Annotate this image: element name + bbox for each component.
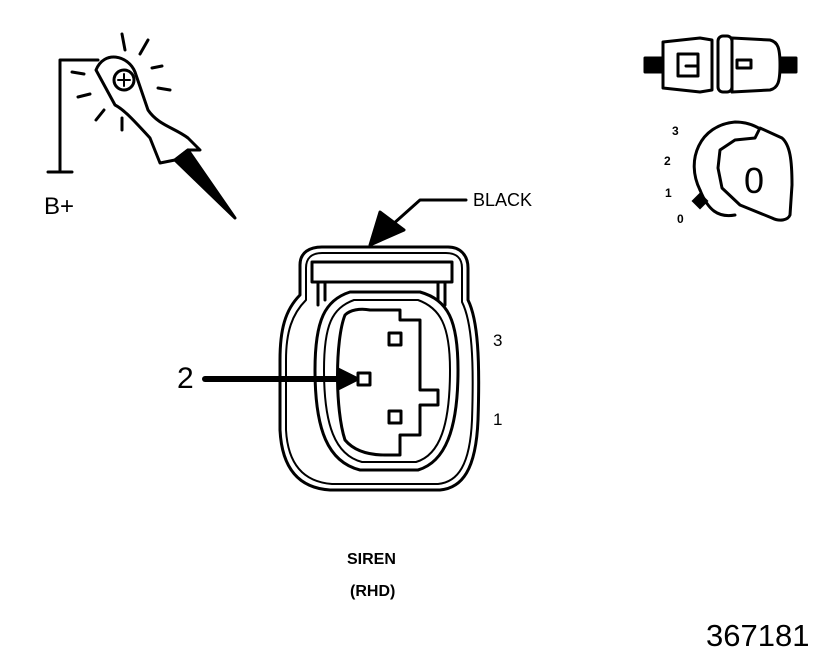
pin-1-label: 1 (493, 410, 503, 429)
ignition-position-1: 1 (665, 186, 672, 200)
variant-label: (RHD) (350, 583, 396, 600)
ignition-key-icon (691, 120, 794, 222)
pin-2-arrow (202, 367, 360, 391)
ignition-position-3: 3 (672, 124, 679, 138)
key-marking: 0 (744, 160, 765, 201)
wire-color-label: BLACK (473, 190, 533, 210)
component-label: SIREN (347, 551, 396, 568)
wire-color-callout (368, 198, 468, 247)
figure-number: 367181 (706, 618, 810, 653)
connector-disconnect-icon (643, 34, 798, 94)
ignition-position-0: 0 (677, 212, 684, 226)
pin-3-label: 3 (493, 331, 503, 350)
siren-connector (278, 245, 481, 492)
test-light-probe-icon (46, 32, 237, 220)
pin-2-callout-label: 2 (177, 362, 194, 395)
ignition-position-2: 2 (664, 154, 671, 168)
b-plus-label: B+ (44, 193, 75, 220)
